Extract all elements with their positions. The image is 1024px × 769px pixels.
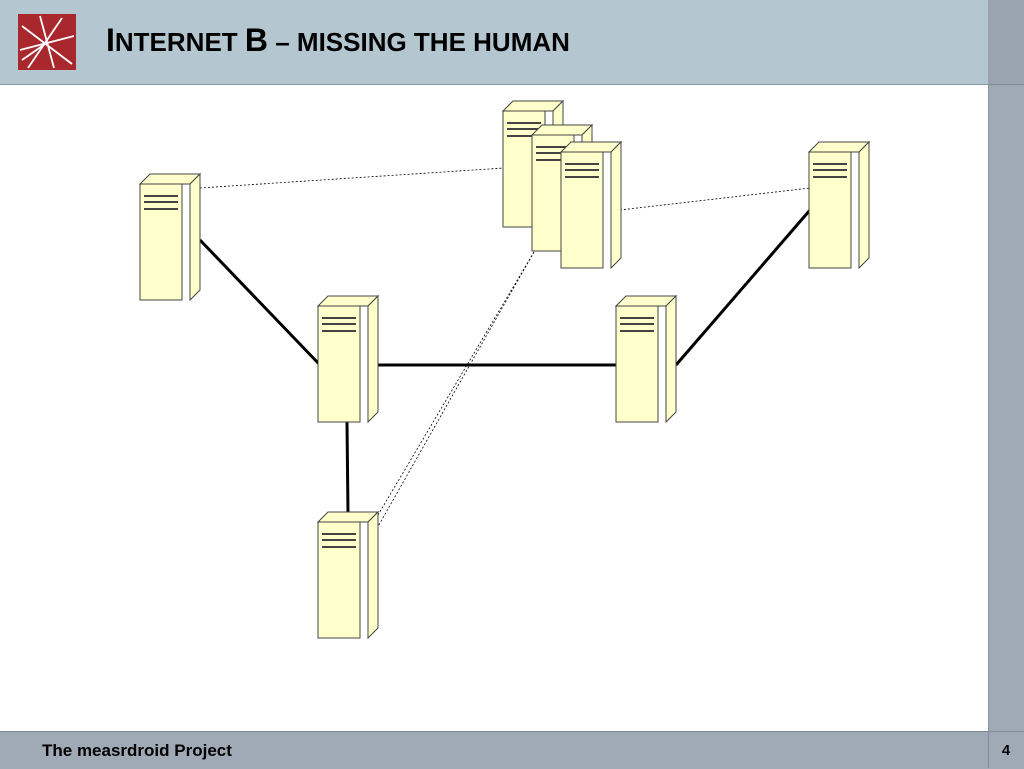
server-cluster-3 [559, 140, 623, 270]
server-right [807, 140, 871, 270]
slide-footer [0, 731, 1024, 769]
right-side-bar [988, 0, 1024, 768]
logo-icon [18, 14, 76, 70]
server-left-top [138, 172, 202, 302]
dotted-link-cluster-bottom-a [377, 251, 535, 516]
server-bottom [316, 510, 380, 640]
network-diagram [138, 99, 871, 640]
server-center-left [316, 294, 380, 424]
link-centerright-right [674, 209, 812, 366]
dotted-link-cluster-bottom-b [375, 251, 535, 531]
dotted-link-cluster-right [619, 187, 811, 211]
link-centerleft-bottom [345, 421, 350, 516]
link-lefttop-centerleft [198, 238, 322, 367]
dotted-link-lefttop-cluster [199, 167, 505, 189]
page-number: 4 [1001, 742, 1011, 759]
slide-title: Internet B – missing the human [106, 22, 570, 58]
dotted-links [199, 167, 811, 531]
footer-project-name: The measrdroid Project [42, 741, 232, 760]
solid-links [198, 209, 812, 516]
server-center-right [614, 294, 678, 424]
slide-header [0, 0, 988, 85]
footer-divider [988, 731, 989, 768]
right-side-bar-top [988, 0, 1024, 85]
